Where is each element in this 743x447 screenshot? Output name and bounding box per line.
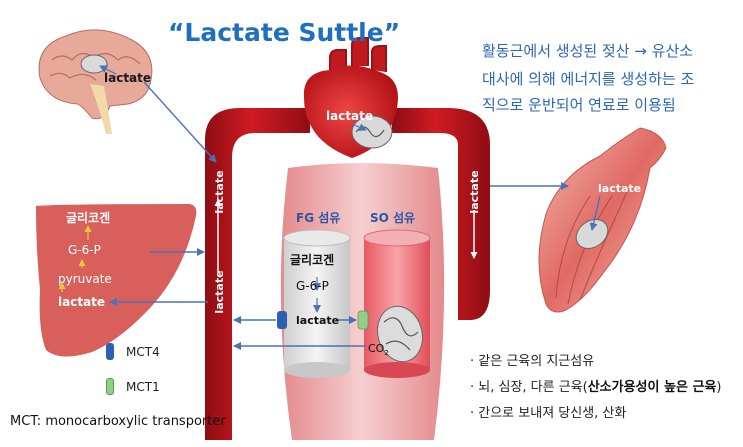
heart-illustration xyxy=(303,37,398,158)
liver-g6p: G-6-P xyxy=(68,243,101,257)
fg-fiber xyxy=(283,229,351,378)
liver-glycogen: 글리코겐 xyxy=(66,210,110,225)
vessel-label-1: lactate xyxy=(213,170,226,213)
footnote: MCT: monocarboxylic transporter xyxy=(10,414,226,429)
muscle-illustration xyxy=(538,127,667,313)
so-title: SO 섬유 xyxy=(370,210,415,225)
vessel-label-3: lactate xyxy=(468,170,481,213)
legend-mct4-label: MCT4 xyxy=(126,345,160,359)
vessel-label-2: lactate xyxy=(213,270,226,313)
brain-label: lactate xyxy=(104,71,151,85)
fg-lactate: lactate xyxy=(296,314,339,327)
arrow-brain-mito xyxy=(99,65,117,75)
page-title: “Lactate Suttle” xyxy=(168,18,401,47)
legend-mct1-swatch xyxy=(106,378,114,395)
bullet-1: · 같은 근육의 지근섬유 xyxy=(470,354,595,369)
arrow-vessel-brain xyxy=(143,81,217,163)
description-line-1: 활동근에서 생성된 젖산 → 유산소 xyxy=(482,42,694,60)
bullet-3: · 간으로 보내져 당신생, 산화 xyxy=(470,406,627,421)
bullet-2: · 뇌, 심장, 다른 근육(산소가용성이 높은 근육) xyxy=(470,380,722,395)
arrow-muscle-mito xyxy=(589,195,601,231)
mct1-transporter xyxy=(357,310,369,330)
liver-illustration xyxy=(36,204,197,357)
mct4-transporter xyxy=(277,311,287,329)
muscle-label: lactate xyxy=(598,182,641,195)
description-line-2: 대사에 의해 에너지를 생성하는 조 xyxy=(482,70,695,88)
so-fiber xyxy=(363,229,431,378)
blood-vessels xyxy=(205,108,490,440)
liver-pyruvate: pyruvate xyxy=(58,272,112,286)
legend-mct4-swatch xyxy=(106,343,114,360)
liver-lactate: lactate xyxy=(58,295,105,309)
heart-label: lactate xyxy=(326,109,373,123)
arrow-heart-mito xyxy=(351,123,367,131)
fg-glycogen: 글리코겐 xyxy=(290,252,334,267)
legend-mct1-label: MCT1 xyxy=(126,380,160,394)
fg-title: FG 섬유 xyxy=(296,210,340,225)
description-line-3: 직으로 운반되어 연료로 이용됨 xyxy=(482,96,676,114)
so-co2: CO2 xyxy=(368,342,389,357)
fg-g6p: G-6-P xyxy=(296,279,329,293)
